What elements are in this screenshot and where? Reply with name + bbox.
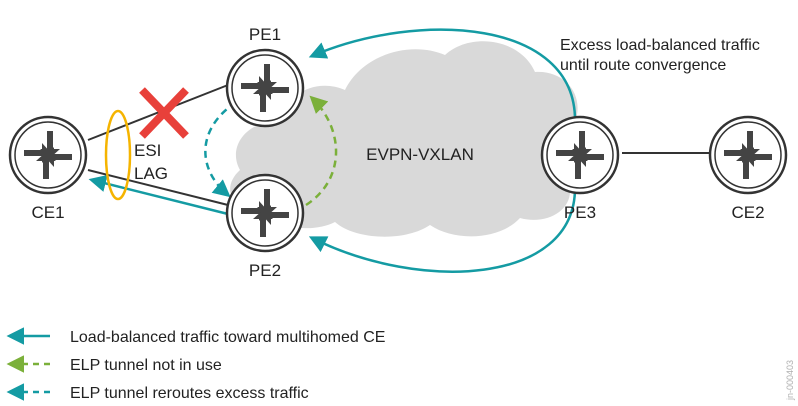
legend-label: ELP tunnel not in use	[70, 357, 222, 374]
legend-item-load-balanced: Load-balanced traffic toward multihomed …	[6, 327, 385, 346]
elp-tunnel-reroute	[204, 100, 237, 198]
excess-traffic-arc-pe1	[308, 28, 577, 121]
cloud-label: EVPN-VXLAN	[366, 145, 474, 164]
legend: Load-balanced traffic toward multihomed …	[6, 327, 385, 402]
legend-item-elp-reroute: ELP tunnel reroutes excess traffic	[6, 383, 309, 402]
router-icon	[556, 131, 604, 179]
cloud-icon	[230, 41, 592, 237]
lag-label: LAG	[134, 164, 168, 183]
router-icon	[724, 131, 772, 179]
figure-id: jn-000403	[785, 360, 795, 401]
esi-label: ESI	[134, 141, 161, 160]
legend-label: Load-balanced traffic toward multihomed …	[70, 329, 385, 346]
label-ce2: CE2	[731, 203, 764, 222]
label-pe2: PE2	[249, 261, 281, 280]
router-icon	[241, 189, 289, 237]
label-pe1: PE1	[249, 25, 281, 44]
label-ce1: CE1	[31, 203, 64, 222]
link-ce1-pe2	[87, 169, 229, 206]
failure-x-icon	[139, 87, 189, 139]
excess-traffic-arc-pe2	[308, 187, 577, 273]
lag-oval-icon	[104, 109, 132, 201]
legend-item-elp-unused: ELP tunnel not in use	[6, 355, 222, 374]
legend-label: ELP tunnel reroutes excess traffic	[70, 385, 309, 402]
router-pe2	[225, 173, 305, 253]
elp-tunnel-unused	[305, 95, 338, 207]
annotation-line2: until route convergence	[560, 57, 726, 74]
annotation-line1: Excess load-balanced traffic	[560, 37, 760, 54]
router-ce1	[8, 115, 88, 195]
router-pe3	[540, 115, 620, 195]
router-ce2	[708, 115, 788, 195]
router-pe1	[225, 48, 305, 128]
router-icon	[24, 131, 72, 179]
traffic-arrow-pe2-ce1	[88, 174, 229, 216]
router-icon	[241, 64, 289, 112]
label-pe3: PE3	[564, 203, 596, 222]
